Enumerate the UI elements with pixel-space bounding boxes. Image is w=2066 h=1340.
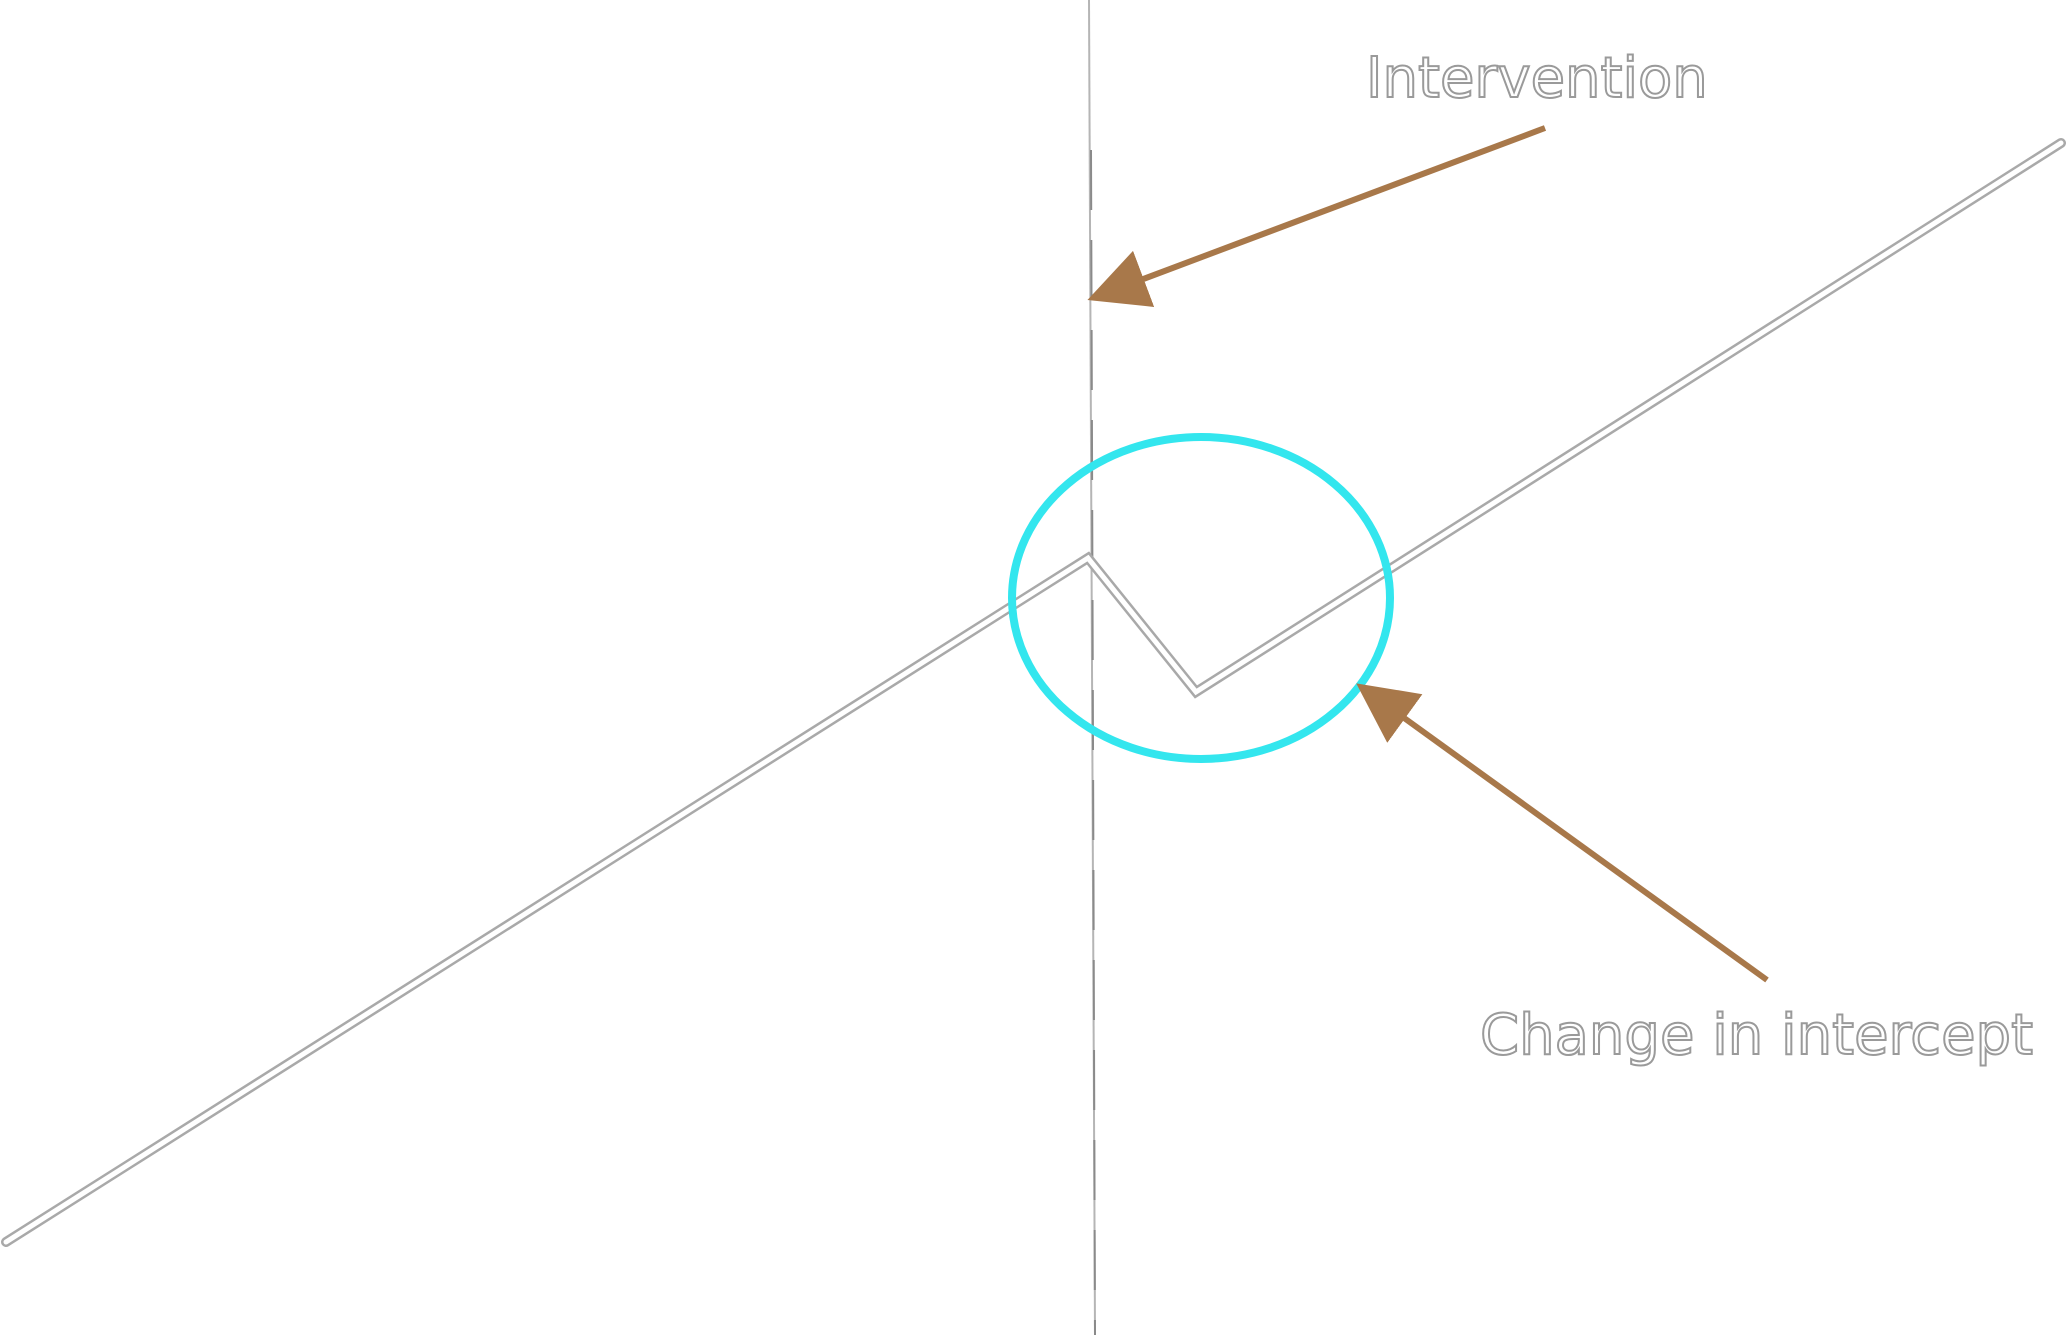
intervention-label: Intervention <box>1366 46 1708 111</box>
trend-line-fill <box>3 140 2064 1245</box>
intervention-line-stroke <box>1088 0 1096 1336</box>
trend-line <box>1 138 2066 1247</box>
intercept-change-label: Change in intercept <box>1480 1003 2033 1068</box>
intervention-line <box>1088 0 1096 1336</box>
intercept-arrow <box>1356 683 1769 983</box>
intercept-highlight-circle <box>1008 433 1394 763</box>
intervention-arrow <box>1087 125 1547 307</box>
trend-line-outline <box>1 138 2066 1247</box>
intervention-line-dash <box>1090 149 1096 1336</box>
